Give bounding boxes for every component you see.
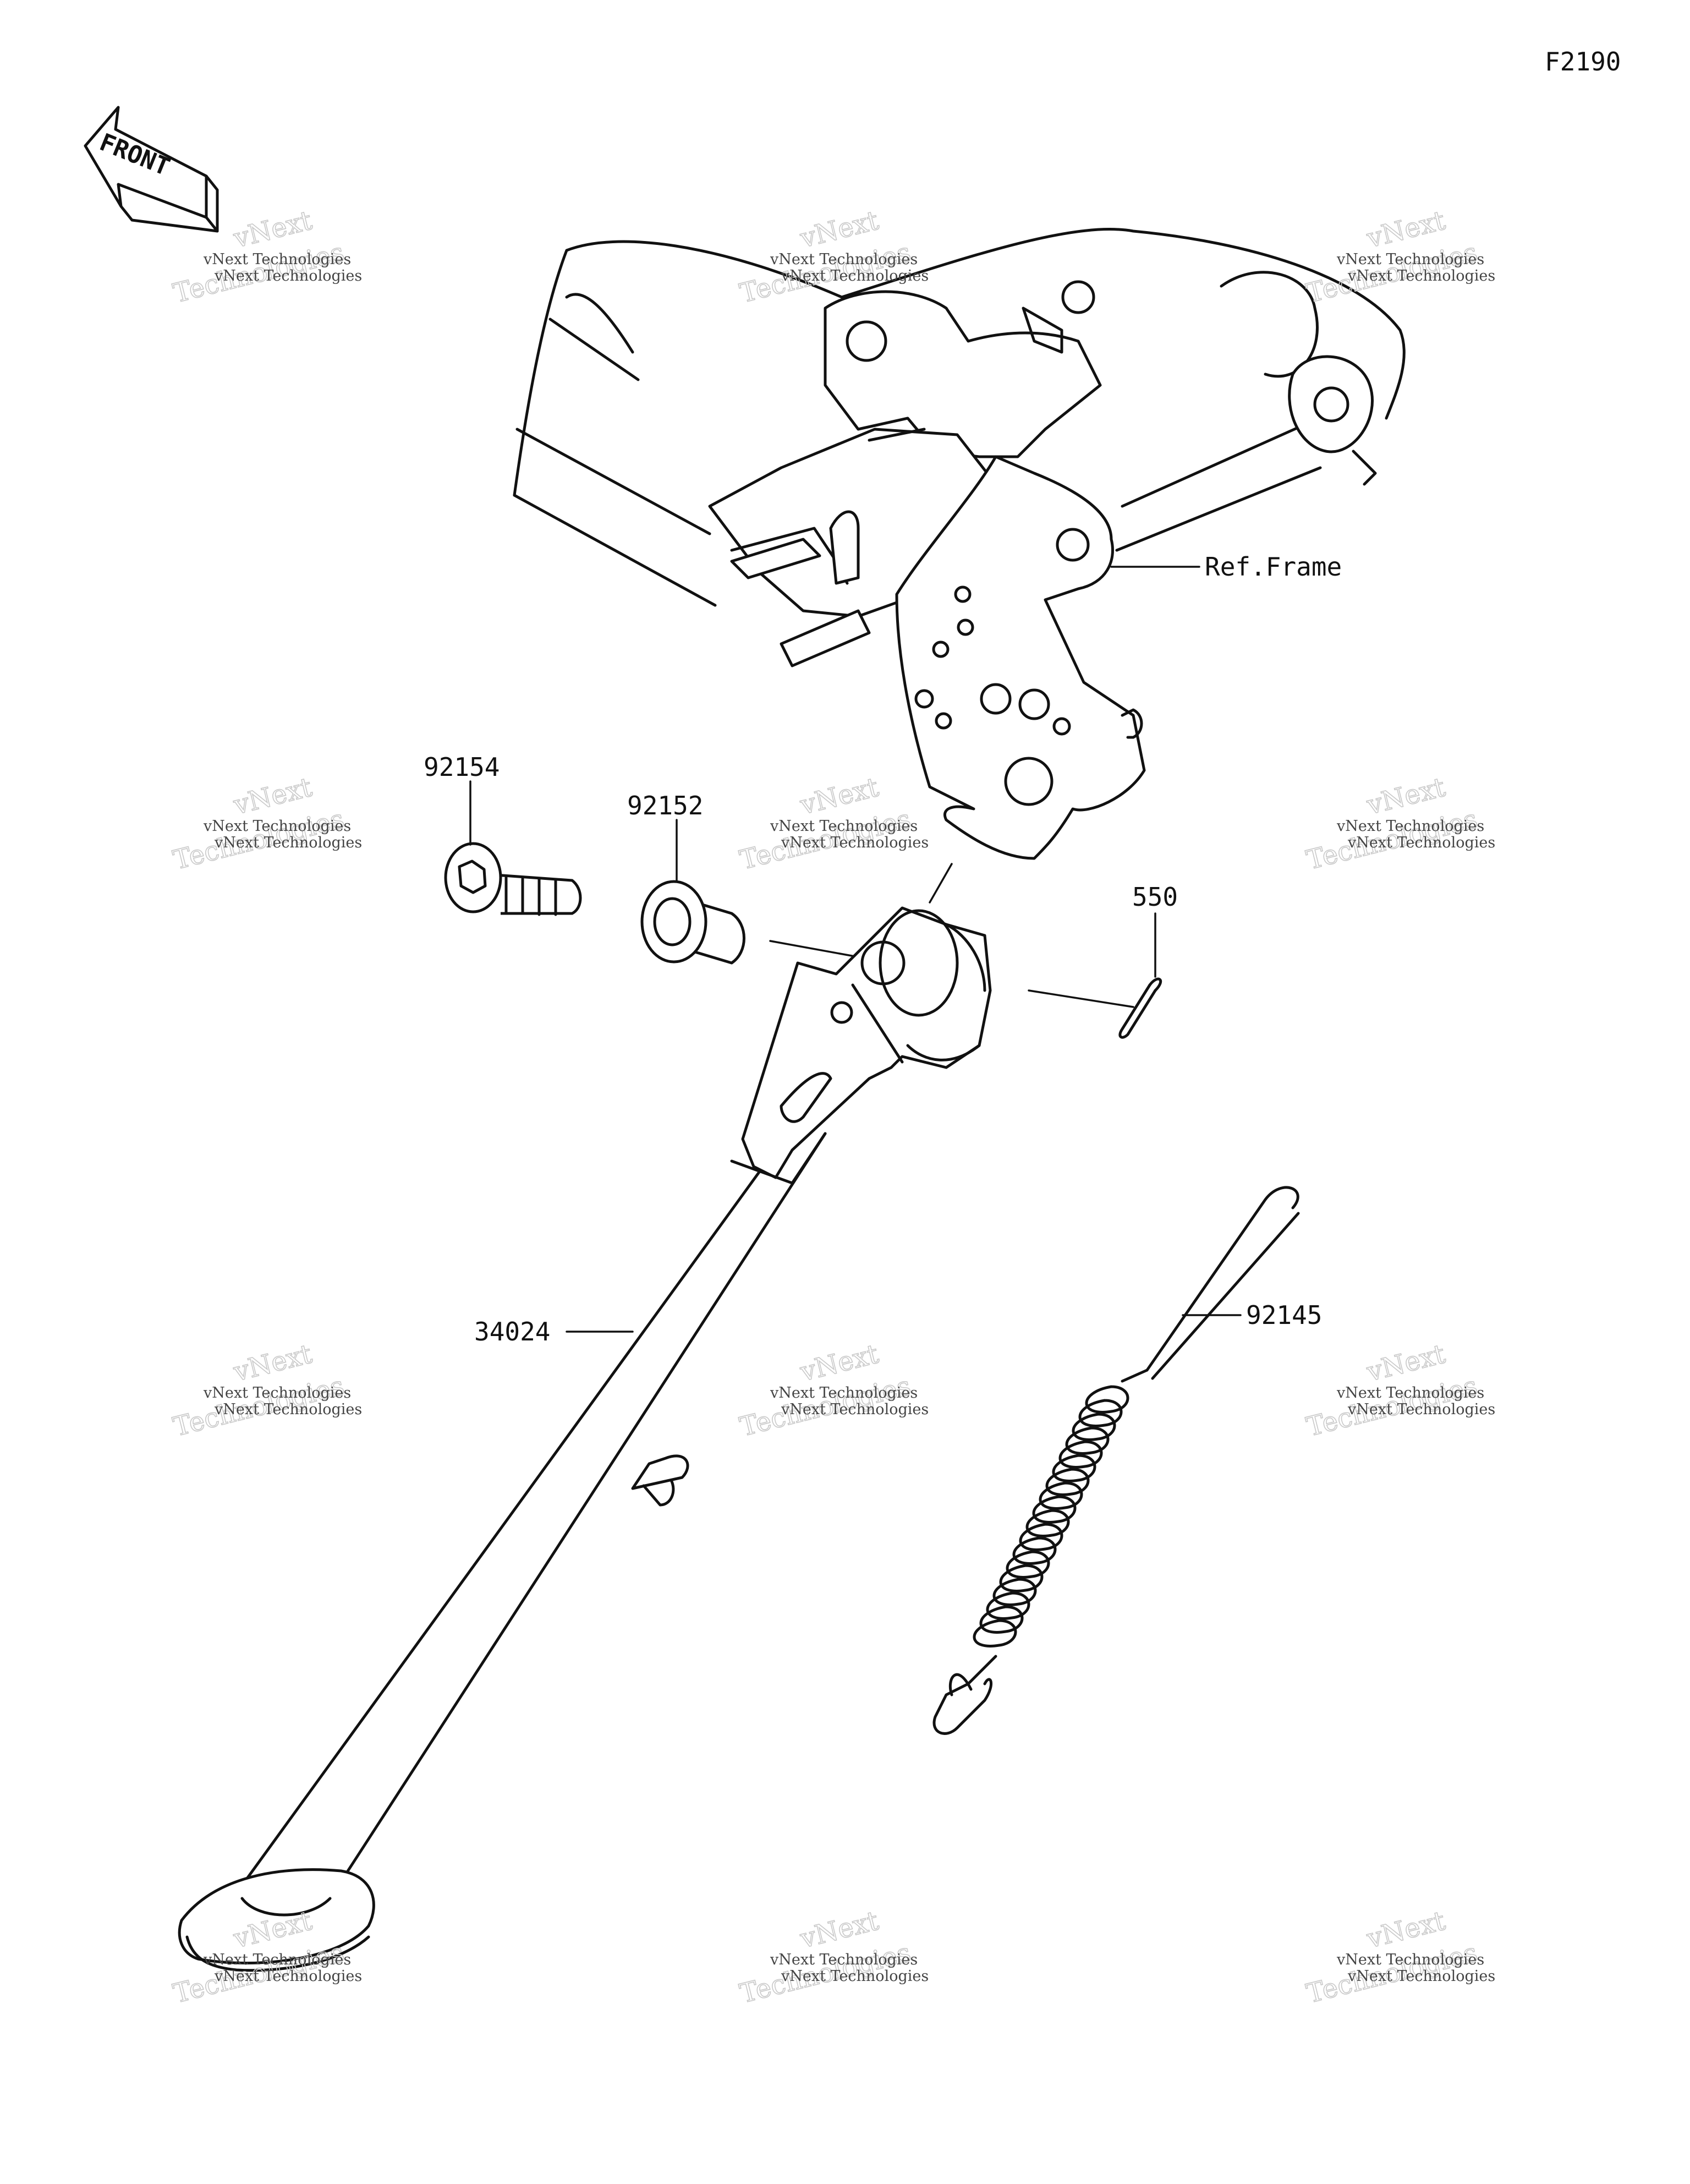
collar-92152 bbox=[640, 880, 745, 965]
watermark-3: vNext Technologies vNext Technologies vN… bbox=[1303, 205, 1496, 310]
svg-text:vNext Technologies: vNext Technologies bbox=[1336, 1951, 1484, 1968]
watermark-9: vNext Technologies vNext Technologies vN… bbox=[1303, 1338, 1496, 1443]
bolt-92154 bbox=[444, 842, 582, 916]
watermark-8: vNext Technologies vNext Technologies vN… bbox=[737, 1338, 929, 1443]
watermark-7: vNext Technologies vNext Technologies vN… bbox=[170, 1338, 363, 1443]
ref-frame-label: Ref.Frame bbox=[1205, 552, 1342, 582]
watermark-5: vNext Technologies vNext Technologies vN… bbox=[737, 771, 929, 877]
side-stand-34024 bbox=[178, 863, 992, 1972]
svg-text:vNext Technologies: vNext Technologies bbox=[781, 834, 929, 851]
bolt-label: 92154 bbox=[424, 752, 500, 782]
watermark-11: vNext Technologies vNext Technologies vN… bbox=[737, 1905, 929, 2010]
svg-text:vNext Technologies: vNext Technologies bbox=[1347, 267, 1495, 284]
svg-text:vNext Technologies: vNext Technologies bbox=[1347, 834, 1495, 851]
svg-text:vNext Technologies: vNext Technologies bbox=[214, 1968, 362, 1985]
svg-text:vNext Technologies: vNext Technologies bbox=[214, 267, 362, 284]
spring-coils bbox=[973, 1385, 1129, 1647]
svg-text:vNext Technologies: vNext Technologies bbox=[214, 834, 362, 851]
svg-text:vNext Technologies: vNext Technologies bbox=[1336, 1384, 1484, 1402]
svg-text:vNext Technologies: vNext Technologies bbox=[203, 251, 351, 268]
front-arrow-icon: FRONT bbox=[84, 106, 219, 233]
svg-text:vNext Technologies: vNext Technologies bbox=[214, 1401, 362, 1418]
cotter-pin-label: 550 bbox=[1132, 882, 1178, 912]
watermark-4: vNext Technologies vNext Technologies vN… bbox=[170, 771, 363, 877]
figure-code: F2190 bbox=[1545, 47, 1621, 76]
svg-text:vNext Technologies: vNext Technologies bbox=[770, 818, 918, 835]
svg-text:vNext Technologies: vNext Technologies bbox=[203, 1951, 351, 1968]
svg-text:vNext Technologies: vNext Technologies bbox=[203, 1384, 351, 1402]
watermark-6: vNext Technologies vNext Technologies vN… bbox=[1303, 771, 1496, 877]
watermark-12: vNext Technologies vNext Technologies vN… bbox=[1303, 1905, 1496, 2010]
svg-text:vNext Technologies: vNext Technologies bbox=[770, 251, 918, 268]
cotter-pin-550 bbox=[1028, 977, 1162, 1039]
svg-text:vNext Technologies: vNext Technologies bbox=[203, 818, 351, 835]
frame-drawing bbox=[513, 228, 1406, 667]
svg-text:vNext Technologies: vNext Technologies bbox=[1336, 818, 1484, 835]
spring-92145 bbox=[932, 1186, 1300, 1735]
svg-text:vNext Technologies: vNext Technologies bbox=[770, 1384, 918, 1402]
svg-text:vNext Technologies: vNext Technologies bbox=[1347, 1968, 1495, 1985]
watermark-1: vNext Technologies vNext Technologies vN… bbox=[170, 205, 363, 310]
svg-text:vNext Technologies: vNext Technologies bbox=[770, 1951, 918, 1968]
spring-label: 92145 bbox=[1246, 1300, 1322, 1330]
svg-text:vNext Technologies: vNext Technologies bbox=[1336, 251, 1484, 268]
side-stand-label: 34024 bbox=[474, 1317, 550, 1346]
svg-text:vNext Technologies: vNext Technologies bbox=[1347, 1401, 1495, 1418]
svg-text:vNext Technologies: vNext Technologies bbox=[781, 1401, 929, 1418]
svg-text:vNext Technologies: vNext Technologies bbox=[781, 267, 929, 284]
svg-text:vNext Technologies: vNext Technologies bbox=[781, 1968, 929, 1985]
collar-label: 92152 bbox=[627, 791, 703, 820]
stand-bracket bbox=[895, 455, 1146, 860]
